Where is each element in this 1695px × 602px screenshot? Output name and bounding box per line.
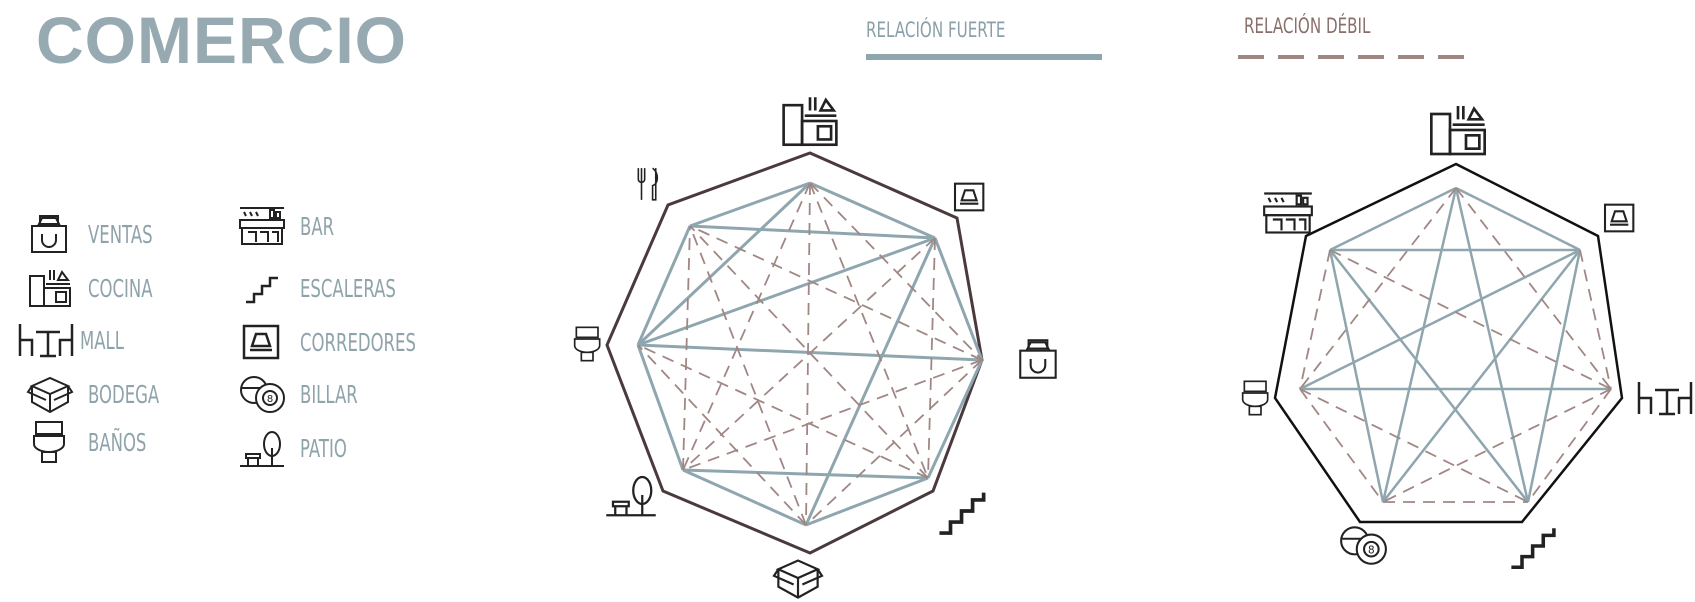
table-chairs-icon xyxy=(1637,380,1693,416)
corridor-icon xyxy=(953,182,985,212)
legend-label: BILLAR xyxy=(300,380,358,409)
patio-bench-tree-icon xyxy=(240,431,284,467)
page-title: COMERCIO xyxy=(36,3,407,77)
weak-relation-label: RELACIÓN DÉBIL xyxy=(1244,14,1371,38)
legend-label: MALL xyxy=(80,326,124,355)
stairs-icon xyxy=(1509,526,1556,570)
right-diagram xyxy=(1241,104,1693,570)
toilet-icon xyxy=(573,326,601,362)
legend-label: VENTAS xyxy=(88,220,153,249)
corridor-icon xyxy=(1603,203,1635,233)
bar-counter-icon xyxy=(1263,192,1313,234)
legend-label: ESCALERAS xyxy=(300,274,396,303)
toilet-icon xyxy=(33,421,65,463)
legend-label: PATIO xyxy=(300,434,347,463)
kitchen-icon xyxy=(1429,104,1487,156)
legend-label: COCINA xyxy=(88,274,153,303)
kitchen-icon xyxy=(782,95,838,147)
legend-label: BODEGA xyxy=(88,380,160,409)
box-icon xyxy=(26,376,74,414)
strong-relation-label: RELACIÓN FUERTE xyxy=(866,18,1006,42)
bar-counter-icon xyxy=(239,207,285,245)
right-weak-relations xyxy=(1299,187,1612,503)
kitchen-icon xyxy=(29,270,71,307)
legend-label: BAR xyxy=(300,212,335,241)
billiard-balls-icon xyxy=(1340,526,1387,565)
strong-relation-line xyxy=(866,54,1102,60)
table-chairs-icon xyxy=(18,324,74,358)
box-icon xyxy=(772,559,824,599)
svg-text:8: 8 xyxy=(267,394,273,405)
left-outline xyxy=(605,151,984,555)
left-diagram xyxy=(573,95,1057,599)
corridor-icon xyxy=(242,324,280,360)
shopping-bag-icon xyxy=(31,215,67,253)
billiard-balls-icon: 8 xyxy=(240,376,285,413)
stairs-icon xyxy=(246,276,278,304)
stairs-icon xyxy=(937,490,986,535)
toilet-icon xyxy=(1241,380,1269,416)
utensils-icon xyxy=(637,166,659,202)
patio-bench-tree-icon xyxy=(605,475,657,517)
right-outline xyxy=(1273,162,1624,524)
shopping-bag-icon xyxy=(1019,339,1057,379)
right-strong-relations xyxy=(1299,186,1611,503)
legend-label: BAÑOS xyxy=(88,428,147,457)
left-weak-relations xyxy=(637,182,983,526)
legend-label: CORREDORES xyxy=(300,328,416,357)
